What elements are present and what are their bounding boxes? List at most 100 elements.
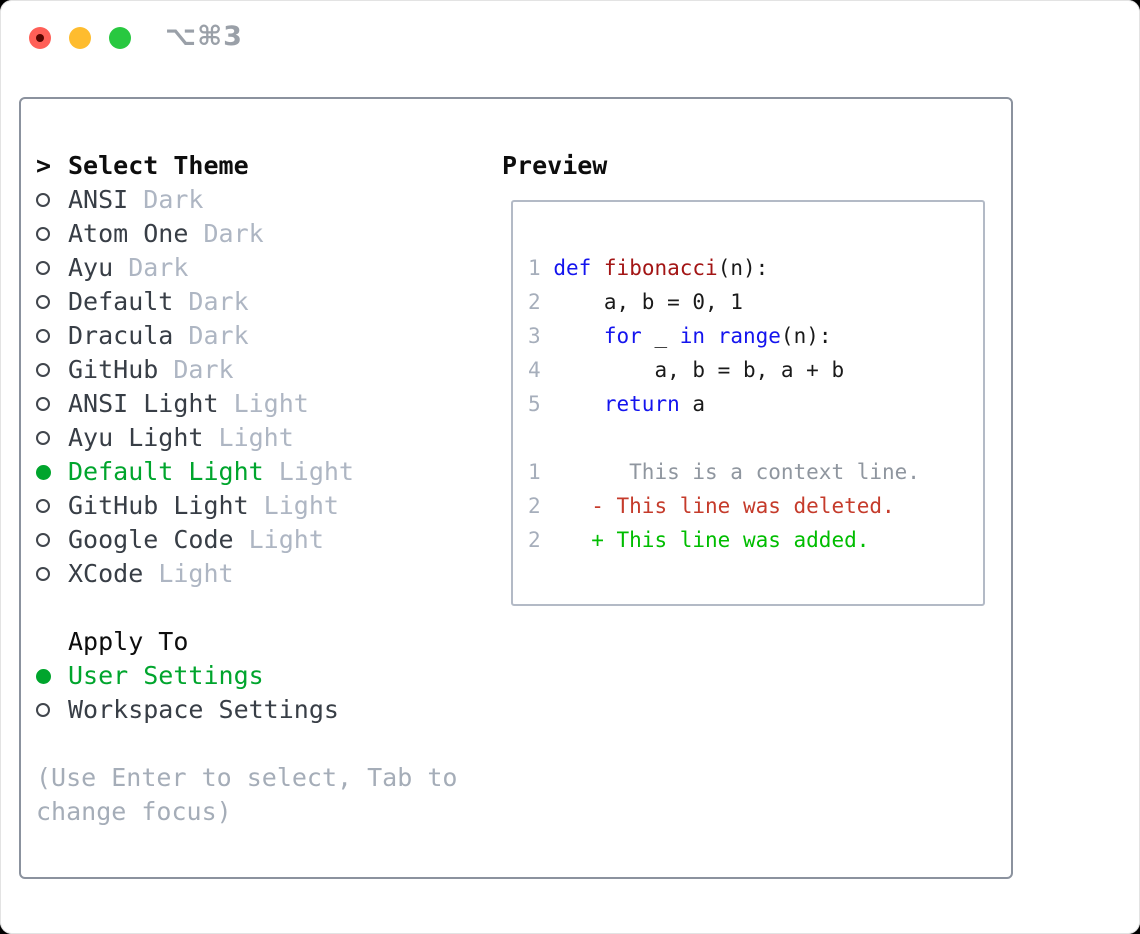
- theme-name: GitHub Light: [68, 491, 249, 520]
- code-line: 4 a, b = b, a + b: [528, 353, 983, 387]
- theme-name: Atom One: [68, 219, 189, 248]
- marker-gutter: [36, 193, 68, 207]
- marker-gutter: [36, 363, 68, 377]
- code-token: [541, 256, 554, 280]
- theme-variant-tag: Dark: [173, 321, 249, 350]
- selected-radio-icon: [36, 668, 51, 684]
- theme-option[interactable]: Ayu Dark: [36, 251, 457, 285]
- theme-variant-tag: Light: [203, 423, 294, 452]
- theme-option[interactable]: XCode Light: [36, 557, 457, 591]
- theme-name: Default Light: [68, 457, 264, 486]
- line-number: 1: [528, 460, 541, 484]
- theme-picker-panel: [19, 97, 1013, 879]
- diff-line-deleted: 2 - This line was deleted.: [528, 489, 983, 523]
- radio-icon: [36, 533, 50, 547]
- theme-option[interactable]: GitHub Light Light: [36, 489, 457, 523]
- theme-name: Dracula: [68, 321, 174, 350]
- theme-variant-tag: Light: [143, 559, 234, 588]
- theme-option[interactable]: Ayu Light Light: [36, 421, 457, 455]
- hint-text: change focus): [36, 797, 232, 826]
- line-number: 2: [528, 290, 541, 314]
- diff-text: + This line was added.: [540, 528, 870, 552]
- radio-icon: [36, 227, 50, 241]
- radio-icon: [36, 567, 50, 581]
- diff-lines: 1 This is a context line. 2 - This line w…: [528, 455, 983, 557]
- theme-option[interactable]: Google Code Light: [36, 523, 457, 557]
- theme-variant-tag: Dark: [158, 355, 234, 384]
- theme-name: Google Code: [68, 525, 234, 554]
- theme-option[interactable]: Dracula Dark: [36, 319, 457, 353]
- marker-gutter: [36, 295, 68, 309]
- code-token: (n):: [717, 256, 769, 280]
- radio-icon: [36, 499, 50, 513]
- theme-variant-tag: Light: [248, 491, 339, 520]
- theme-section-title: Select Theme: [68, 151, 249, 180]
- code-token: [705, 324, 718, 348]
- theme-name: Default: [68, 287, 174, 316]
- theme-variant-tag: Dark: [173, 287, 249, 316]
- theme-variant-tag: Dark: [188, 219, 264, 248]
- line-number: 2: [528, 494, 541, 518]
- code-token: def: [553, 256, 592, 280]
- traffic-lights: [29, 27, 131, 49]
- theme-name: Ayu Light: [68, 423, 204, 452]
- prompt-gutter: >: [36, 149, 68, 183]
- spacer: [36, 727, 457, 761]
- marker-gutter: [36, 567, 68, 581]
- theme-section-header: >Select Theme: [36, 149, 457, 183]
- selected-radio-icon: [36, 464, 51, 480]
- code-token: range: [717, 324, 781, 348]
- apply-section-title: Apply To: [68, 627, 189, 656]
- diff-text: This is a context line.: [540, 460, 920, 484]
- theme-option[interactable]: GitHub Dark: [36, 353, 457, 387]
- radio-icon: [36, 193, 50, 207]
- theme-option[interactable]: ANSI Light Light: [36, 387, 457, 421]
- code-token: return: [603, 392, 680, 416]
- radio-icon: [36, 363, 50, 377]
- theme-name: XCode: [68, 559, 144, 588]
- marker-gutter: [36, 329, 68, 343]
- hint-line-2: change focus): [36, 795, 457, 829]
- theme-name: GitHub: [68, 355, 159, 384]
- close-button[interactable]: [29, 27, 51, 49]
- line-number: 4: [528, 358, 541, 382]
- code-token: fibonacci: [603, 256, 718, 280]
- marker-gutter: [36, 533, 68, 547]
- code-token: for: [603, 324, 642, 348]
- code-token: (n):: [780, 324, 832, 348]
- marker-gutter: [36, 464, 68, 480]
- hint-text: (Use Enter to select, Tab to: [36, 763, 458, 792]
- marker-gutter: [36, 668, 68, 684]
- line-number: 3: [528, 324, 541, 348]
- theme-option[interactable]: ANSI Dark: [36, 183, 457, 217]
- theme-option[interactable]: Atom One Dark: [36, 217, 457, 251]
- theme-option[interactable]: Default Light Light: [36, 455, 457, 489]
- apply-section-header: Apply To: [36, 625, 457, 659]
- radio-icon: [36, 261, 50, 275]
- line-number: 2: [528, 528, 541, 552]
- minimize-button[interactable]: [69, 27, 91, 49]
- theme-variant-tag: Light: [233, 525, 324, 554]
- line-number: 1: [528, 256, 541, 280]
- code-token: a: [679, 392, 706, 416]
- radio-icon: [36, 329, 50, 343]
- marker-gutter: [36, 431, 68, 445]
- theme-variant-tag: Light: [263, 457, 354, 486]
- theme-variant-tag: Dark: [113, 253, 189, 282]
- theme-option[interactable]: Default Dark: [36, 285, 457, 319]
- marker-gutter: [36, 703, 68, 717]
- zoom-button[interactable]: [109, 27, 131, 49]
- theme-name: Ayu: [68, 253, 114, 282]
- code-line: 5 return a: [528, 387, 983, 421]
- apply-option[interactable]: Workspace Settings: [36, 693, 457, 727]
- blank-line: [528, 421, 983, 455]
- radio-icon: [36, 397, 50, 411]
- code-token: [541, 324, 604, 348]
- theme-name: ANSI Light: [68, 389, 219, 418]
- apply-option[interactable]: User Settings: [36, 659, 457, 693]
